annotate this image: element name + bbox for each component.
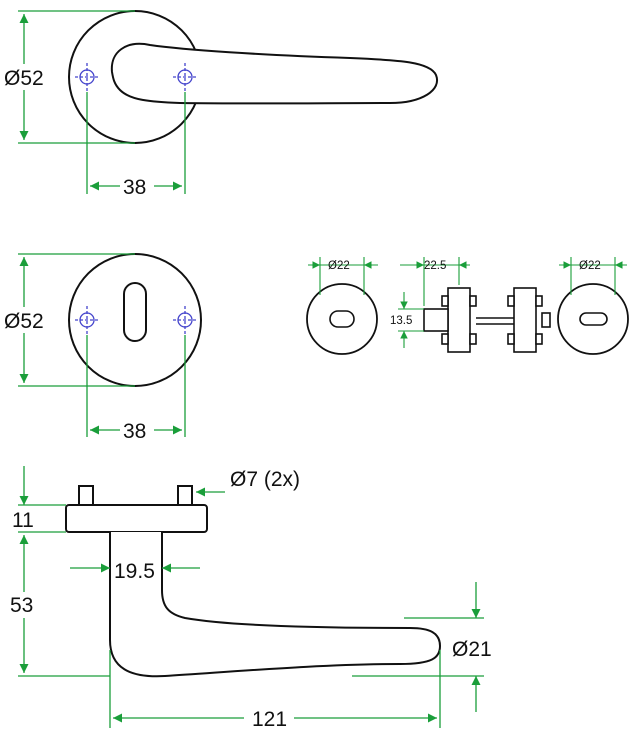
key-screw-marker-left — [75, 306, 99, 335]
fixing-pin-right — [177, 485, 193, 506]
key-rose-front-view: Ø52 38 — [2, 253, 202, 443]
dimension-rose-thickness — [18, 466, 66, 533]
side-elevation-view: Ø7 (2x) 11 53 19.5 Ø21 — [4, 466, 492, 732]
rose-diameter-label: Ø52 — [4, 67, 44, 90]
fixing-pin-left — [78, 485, 94, 506]
wc-left-diameter-label: Ø22 — [328, 260, 350, 272]
wc-side-section — [423, 287, 551, 353]
screw-spacing-label: 38 — [123, 176, 146, 199]
rose-side-profile — [65, 504, 208, 533]
wc-spindle-height-label: 13.5 — [390, 315, 412, 327]
key-rose-diameter-label: Ø52 — [4, 310, 44, 333]
dimension-grip-diameter — [352, 582, 484, 712]
wc-left-knob — [329, 310, 355, 328]
key-screw-marker-right — [173, 306, 197, 335]
lever-outline — [110, 42, 439, 105]
pin-diameter-label: Ø7 (2x) — [230, 468, 300, 491]
wc-right-rose — [557, 283, 629, 355]
dimension-wc-spindle-length — [400, 257, 470, 306]
keyhole-slot — [123, 282, 147, 342]
rose-handle-front-view: Ø52 38 — [2, 10, 439, 199]
dimension-wc-left-diameter — [308, 257, 378, 295]
dimension-wc-spindle-height — [398, 292, 424, 348]
projection-label: 121 — [252, 708, 287, 731]
wc-release-slot — [579, 312, 608, 326]
key-screw-spacing-label: 38 — [123, 420, 146, 443]
screw-marker-right — [173, 63, 197, 92]
wc-spindle-length-label: 22.5 — [424, 260, 446, 272]
rose-thickness-label: 11 — [12, 509, 34, 532]
screw-marker-left — [75, 63, 99, 92]
wc-set-views: Ø22 22.5 — [306, 257, 629, 355]
grip-diameter-label: Ø21 — [452, 638, 492, 661]
wc-right-diameter-label: Ø22 — [579, 260, 601, 272]
neck-width-label: 19.5 — [114, 560, 155, 583]
lever-side-profile — [109, 532, 442, 678]
dimension-wc-right-diameter — [559, 257, 627, 295]
wc-left-rose — [306, 283, 378, 355]
handle-height-label: 53 — [10, 594, 33, 617]
